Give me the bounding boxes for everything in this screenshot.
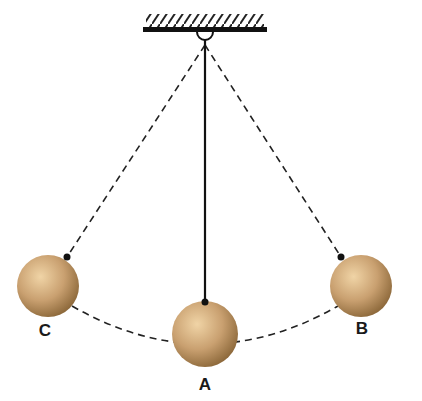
ball-label: A <box>199 376 211 393</box>
pivot <box>197 32 213 40</box>
string <box>204 40 206 302</box>
ball-label: C <box>39 322 51 339</box>
balls <box>17 254 392 368</box>
ball-label: B <box>356 320 368 337</box>
ceiling-support <box>143 14 267 32</box>
